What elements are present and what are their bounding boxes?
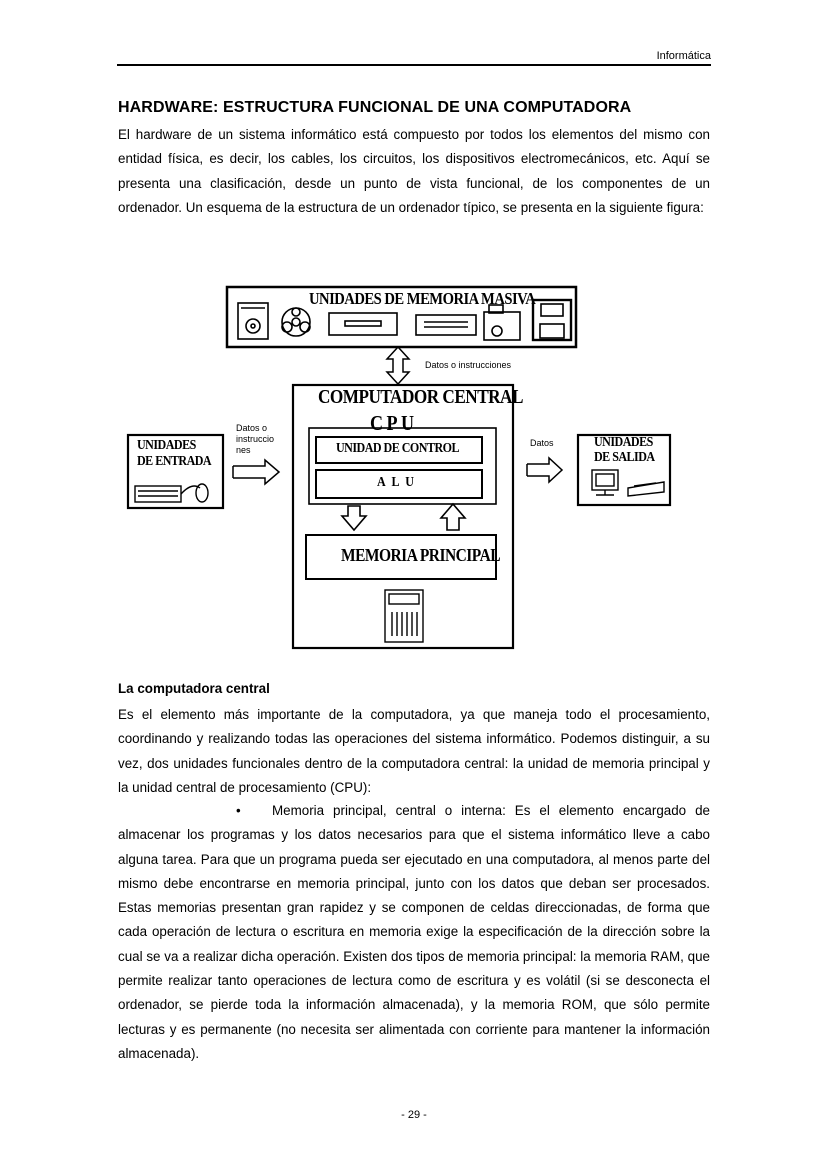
mass-storage-label: UNIDADES DE MEMORIA MASIVA [309, 289, 536, 308]
cpu-label: CPU [370, 411, 418, 435]
input-arrow-label-2: instruccio [236, 434, 275, 444]
header-rule [117, 64, 711, 66]
output-units-label-1: UNIDADES [594, 435, 653, 450]
storage-central-arrow [385, 345, 411, 386]
intro-paragraph: El hardware de un sistema informático es… [118, 127, 710, 215]
keyboard-mouse-icon [134, 483, 209, 503]
page-number: - 29 - [401, 1109, 427, 1121]
alu-label: A L U [377, 475, 416, 490]
up-arrow [439, 502, 467, 531]
output-arrow [526, 456, 564, 484]
control-unit-label: UNIDAD DE CONTROL [336, 441, 460, 456]
running-header: Informática [656, 50, 711, 62]
input-units-label-1: UNIDADES [137, 438, 196, 453]
monitor-printer-icon [591, 469, 665, 497]
down-arrow [340, 505, 368, 532]
cpu-box [308, 427, 497, 505]
memory-chip-icon [384, 589, 424, 643]
output-units-label-2: DE SALIDA [594, 450, 655, 465]
section-heading: La computadora central [118, 681, 270, 696]
main-memory-label: MEMORIA PRINCIPAL [341, 545, 501, 565]
central-computer-label: COMPUTADOR CENTRAL [318, 386, 523, 408]
input-units-label-2: DE ENTRADA [137, 454, 212, 469]
input-arrow-label-3: nes [236, 445, 251, 455]
input-arrow [232, 458, 281, 486]
output-arrow-label: Datos [530, 438, 554, 448]
section-paragraph: Es el elemento más importante de la comp… [118, 707, 710, 795]
bullet-text: Memoria principal, central o interna: Es… [118, 803, 710, 1061]
storage-arrow-label: Datos o instrucciones [425, 360, 512, 370]
input-arrow-label-1: Datos o [236, 423, 268, 433]
bullet-symbol: • [236, 803, 241, 818]
bullet-paragraph: •Memoria principal, central o interna: E… [118, 799, 710, 1066]
page-title: HARDWARE: ESTRUCTURA FUNCIONAL DE UNA CO… [118, 99, 632, 116]
